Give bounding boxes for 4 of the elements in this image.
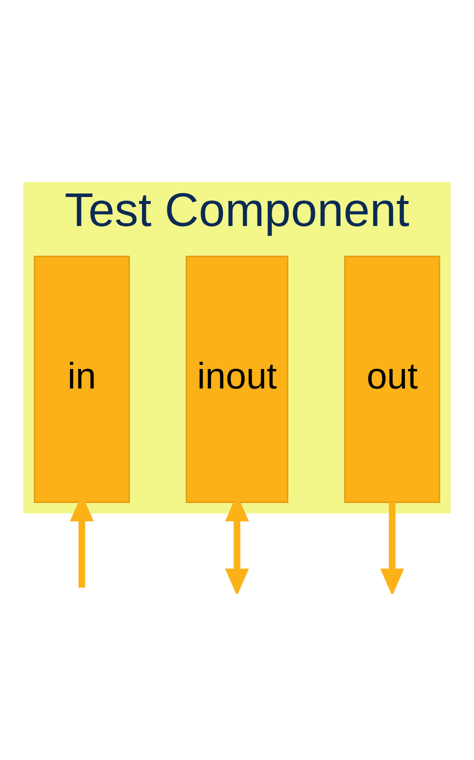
arrow	[380, 502, 404, 594]
node-box: out	[344, 255, 440, 502]
node-box: inout	[186, 255, 288, 502]
node-box: in	[34, 255, 130, 502]
